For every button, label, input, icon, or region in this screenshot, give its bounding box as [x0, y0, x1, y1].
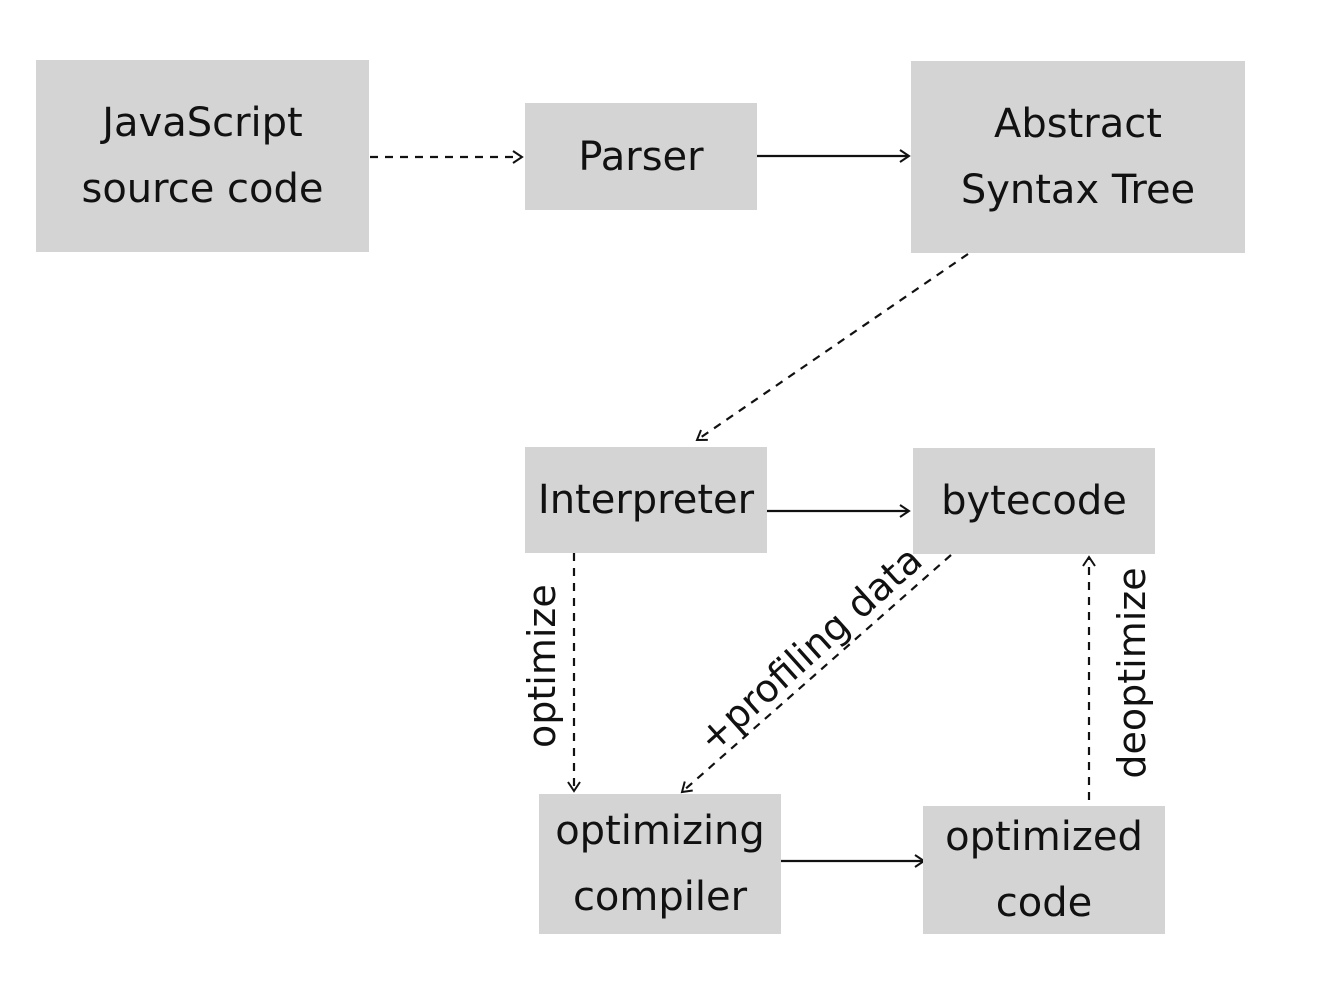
- node-interpreter-label: Interpreter: [537, 477, 755, 523]
- node-interpreter: Interpreter: [525, 447, 767, 553]
- node-bytecode: bytecode: [913, 448, 1155, 554]
- node-optimized-code-label: optimized code: [945, 814, 1143, 926]
- node-parser: Parser: [525, 103, 757, 210]
- node-optimizing-compiler: optimizing compiler: [539, 794, 781, 934]
- node-parser-label: Parser: [578, 133, 704, 180]
- node-abstract-syntax-tree-label: Abstract Syntax Tree: [960, 101, 1196, 213]
- edge-label-optimize: optimize: [520, 584, 564, 748]
- node-bytecode-label: bytecode: [941, 478, 1127, 524]
- node-javascript-source-code: JavaScript source code: [36, 60, 369, 252]
- node-optimizing-compiler-label: optimizing compiler: [555, 808, 765, 920]
- edge-label-deoptimize: deoptimize: [1110, 567, 1154, 779]
- node-optimized-code: optimized code: [923, 806, 1165, 934]
- node-abstract-syntax-tree: Abstract Syntax Tree: [911, 61, 1245, 253]
- edge-ast-to-interpreter: [695, 253, 969, 442]
- node-javascript-source-code-label: JavaScript source code: [81, 100, 324, 212]
